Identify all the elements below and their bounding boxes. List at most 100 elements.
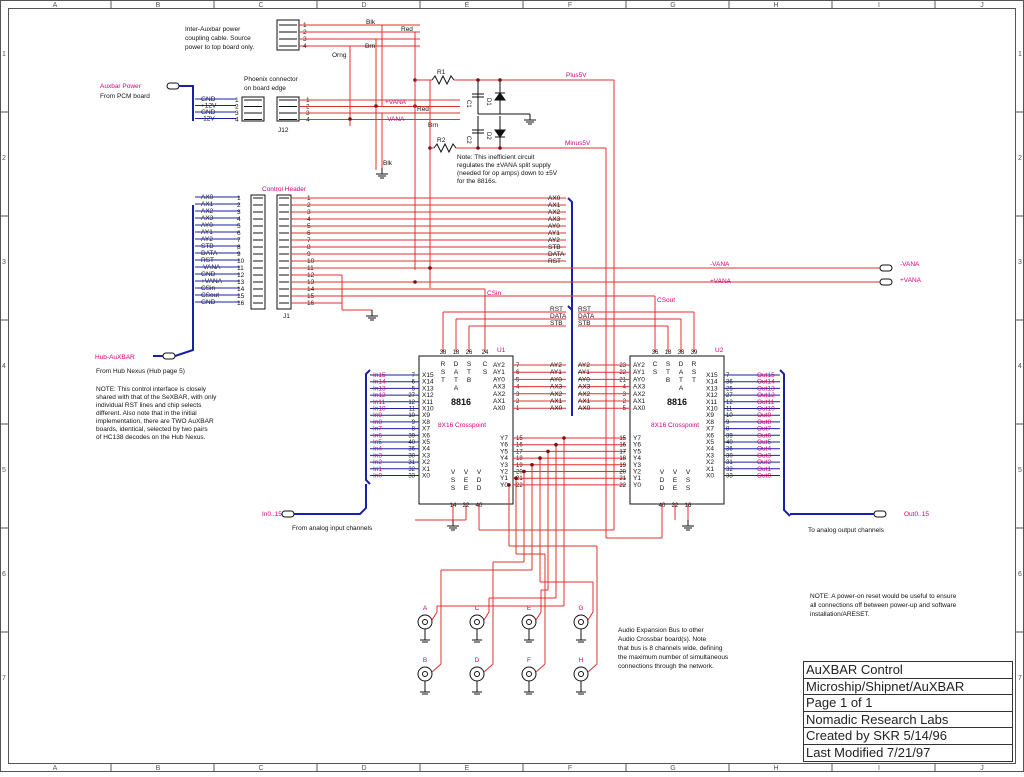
u2-output-label: Out5 [757, 439, 771, 446]
u2-y-pin-number: 20 [619, 470, 626, 476]
u1-part: 8816 [451, 397, 471, 407]
u1-x-pin: X15 [422, 372, 434, 379]
header-right-label: AX1 [548, 202, 561, 209]
u1-bot-pin: V [464, 469, 469, 476]
u2-x-pin-number: 8 [726, 427, 730, 433]
u2-y-pin: Y6 [633, 442, 641, 449]
expansion-jack-label: A [423, 605, 428, 612]
title-block-page: Page 1 of 1 [804, 695, 1012, 712]
u2-top-pin: S [653, 369, 658, 376]
u2-y-pin: Y7 [633, 435, 641, 442]
reset-note: installation/ARESET. [810, 611, 870, 618]
u1-x-pin-number: 8 [412, 427, 416, 433]
u1-addr-label: AX1 [550, 398, 563, 405]
u1-top-pin: C [483, 361, 488, 368]
u1-top-pin: R [441, 361, 446, 368]
csout-label: CSout [657, 297, 675, 304]
frame-col-label: F [568, 2, 572, 9]
u2-output-label: Out8 [757, 419, 771, 426]
j12-pin-number: 4 [235, 117, 239, 124]
u1-input-label: In6 [373, 432, 382, 439]
u2-x-pin: X4 [706, 446, 714, 453]
u2-y-pin-number: 15 [619, 436, 626, 442]
data-label-left: DATA [550, 313, 567, 320]
u2-y-pin: Y5 [633, 448, 641, 455]
frame-row-label: 5 [1018, 467, 1022, 474]
u1-x-pin: X4 [422, 446, 430, 453]
u2-output-label: Out7 [757, 426, 771, 433]
u1-x-pin-number: 30 [408, 453, 415, 459]
control-header-title: Control Header [262, 186, 307, 193]
u2-top-pin: B [666, 377, 670, 384]
bus-tick [567, 305, 573, 328]
j1-label: J1 [283, 313, 290, 320]
j12-left-block [241, 96, 265, 122]
u2-x-pin: X1 [706, 466, 714, 473]
u1-addr-label: AY1 [550, 369, 562, 376]
u1-top-pin: A [454, 369, 459, 376]
u1-y-pin-number: 15 [516, 436, 523, 442]
u1-x-pin-number: 40 [408, 440, 415, 446]
frame-row-label: 5 [2, 467, 6, 474]
u2-top-pin-number: 36 [652, 350, 659, 356]
u1-x-pin-number: 11 [409, 407, 416, 413]
frame-row-label: 7 [1018, 675, 1022, 682]
u1-a-pin: AX0 [493, 405, 506, 412]
r2-label: R2 [437, 137, 446, 144]
vana-neg-terminal [879, 264, 893, 272]
u1-input-label: In7 [373, 426, 382, 433]
regulator-note: regulates the ±VANA split supply [457, 162, 552, 169]
u1-input-label: In11 [373, 399, 386, 406]
u2-output-label: Out13 [757, 385, 775, 392]
u2-x-pin: X8 [706, 419, 714, 426]
u1-y-pin: Y6 [500, 442, 508, 449]
header-right-label: AY0 [548, 223, 560, 230]
u1-bot-pin: D [477, 477, 482, 484]
junction [374, 104, 378, 108]
expansion-jack-label: G [578, 605, 583, 612]
u1-x-pin-number: 39 [408, 433, 415, 439]
junction [562, 436, 566, 440]
u2-a-pin-number: 5 [623, 406, 627, 412]
coupling-note: power to top board only. [185, 44, 254, 51]
u2-x-pin-number: 11 [726, 407, 733, 413]
u1-y-pin-number: 16 [516, 443, 523, 449]
u2-y-pin: Y0 [633, 482, 641, 489]
data-label-right: DATA [578, 313, 595, 320]
u2-addr-label: AX2 [578, 391, 591, 398]
frame-row-label: 6 [2, 571, 6, 578]
out-bus-label: Out0..15 [904, 511, 929, 518]
u2-output-label: Out10 [757, 406, 775, 413]
u1-y-pin: Y3 [500, 462, 508, 469]
expansion-jack-E-center [526, 619, 532, 625]
frame-row-label: 4 [1018, 363, 1022, 370]
u2-output-label: Out4 [757, 446, 771, 453]
u1-input-label: In4 [373, 446, 382, 453]
u2-x-pin: X15 [706, 372, 718, 379]
header-right-label: AY2 [548, 237, 560, 244]
frame-row-label: 2 [2, 155, 6, 162]
u2-desc: 8X16 Crosspoint [651, 422, 699, 429]
control-note: individual RST lines and chip selects [96, 402, 202, 409]
u2-y-pin-number: 19 [619, 463, 626, 469]
u2-top-pin: C [653, 361, 658, 368]
resistor-r2 [433, 142, 457, 154]
frame-col-label: F [568, 765, 572, 772]
u2-top-pin: A [679, 385, 684, 392]
expansion-wire [483, 663, 494, 673]
u1-x-pin-number: 32 [408, 467, 415, 473]
u2-x-pin: X6 [706, 432, 714, 439]
u1-a-pin-number: 4 [516, 385, 520, 391]
u1-input-label: In12 [373, 392, 386, 399]
in-bus-wire [294, 484, 367, 515]
frame-col-label: G [670, 2, 675, 9]
phoenix-note: Phoenix connector [244, 76, 299, 83]
title-block: AuXBAR Control Microship/Shipnet/AuXBAR … [803, 661, 1013, 762]
u1-addr-label: AY2 [550, 362, 562, 369]
frame-row-label: 4 [2, 363, 6, 370]
u1-x-pin-number: 33 [408, 474, 415, 480]
junction [476, 78, 480, 82]
header-pin-number: 15 [237, 293, 245, 300]
